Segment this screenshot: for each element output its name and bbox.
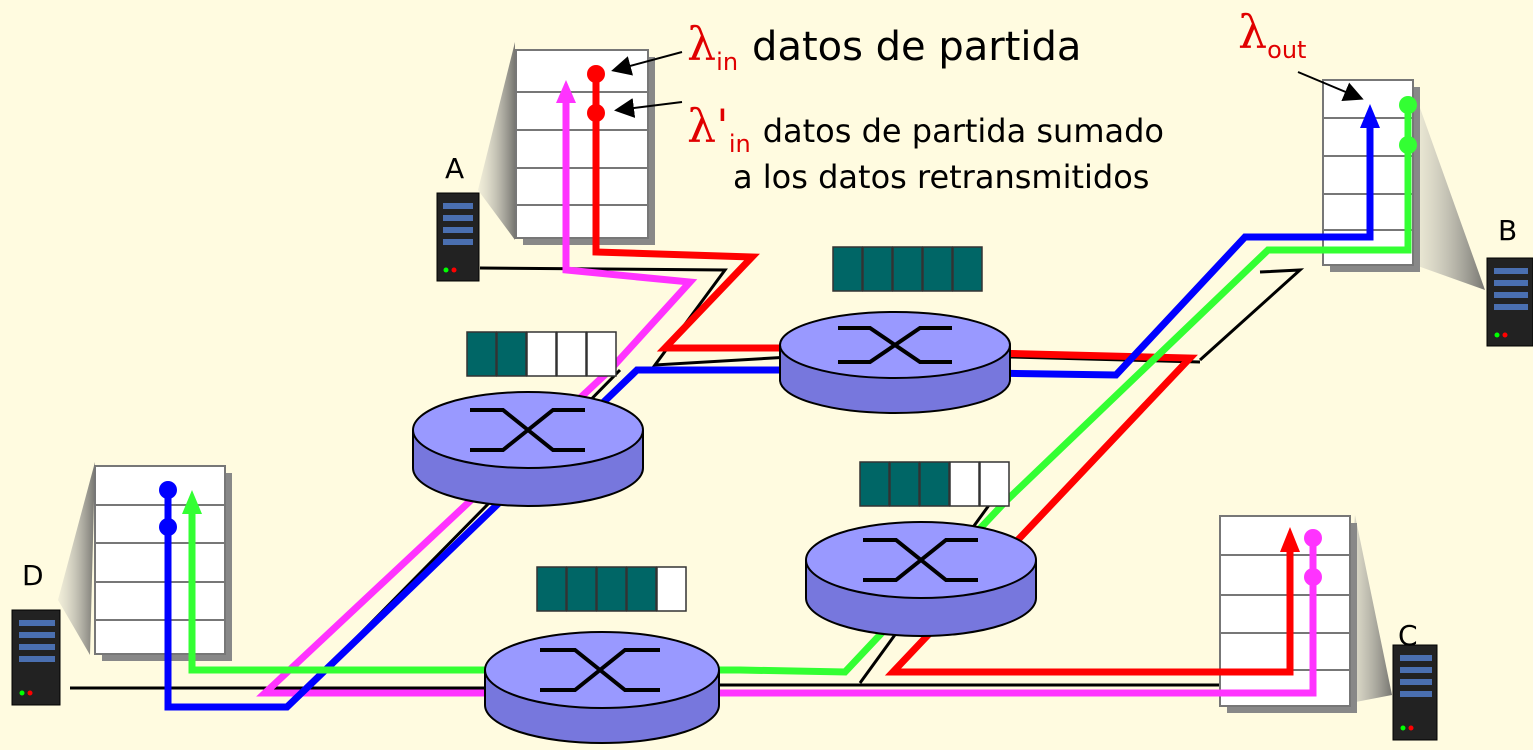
router-left xyxy=(412,391,644,507)
host-B: B xyxy=(1410,80,1533,347)
host-A-label: A xyxy=(445,152,464,185)
queue-top-center xyxy=(832,246,983,292)
router-top xyxy=(779,311,1011,414)
red-arrowhead-C xyxy=(1280,527,1300,552)
green-arrowhead-D xyxy=(182,490,202,514)
queue-left-middle xyxy=(466,331,617,377)
blue-arrowhead-B xyxy=(1360,104,1380,128)
queue-slot-filled xyxy=(862,246,893,292)
green-dot-B-mid xyxy=(1399,136,1417,154)
queue-bottom-center xyxy=(536,566,687,612)
queue-slot-filled xyxy=(626,566,657,612)
host-A: A xyxy=(436,42,515,282)
magenta-dot-C-mid xyxy=(1304,568,1322,586)
queue-slot-empty xyxy=(586,331,617,377)
red-dot-mid xyxy=(587,104,605,122)
queue-slot-filled xyxy=(466,331,497,377)
queue-slot-empty xyxy=(949,461,980,507)
blue-dot-D-top xyxy=(159,481,177,499)
host-D-shadow xyxy=(58,462,95,655)
router-queues xyxy=(466,246,1010,612)
lambda-out-label: λout xyxy=(1238,5,1306,64)
host-A-shadow xyxy=(478,42,515,240)
queue-slot-filled xyxy=(892,246,923,292)
host-B-label: B xyxy=(1498,214,1517,247)
queue-slot-filled xyxy=(496,331,527,377)
link-B xyxy=(1198,268,1305,362)
blue-dot-D-mid xyxy=(159,518,177,536)
queue-slot-filled xyxy=(952,246,983,292)
lambda-in-prime-line2: a los datos retransmitidos xyxy=(733,158,1149,196)
queue-slot-filled xyxy=(922,246,953,292)
green-dot-B-top xyxy=(1399,96,1417,114)
queue-slot-filled xyxy=(536,566,567,612)
magenta-dot-C-top xyxy=(1304,529,1322,547)
host-B-shadow xyxy=(1410,80,1485,290)
queue-slot-empty xyxy=(526,331,557,377)
queue-slot-filled xyxy=(566,566,597,612)
queue-slot-filled xyxy=(596,566,627,612)
arrow-lambda-in xyxy=(611,51,683,76)
host-D: D xyxy=(11,462,95,706)
arrow-lambda-in-prime xyxy=(614,98,683,118)
router-bottom xyxy=(484,631,720,744)
flow-ends xyxy=(159,65,1417,586)
magenta-arrowhead xyxy=(556,80,576,103)
queue-slot-empty xyxy=(556,331,587,377)
link-top-right xyxy=(1009,355,1201,364)
queue-right-middle xyxy=(859,461,1010,507)
queue-slot-filled xyxy=(889,461,920,507)
arrow-lambda-out xyxy=(1297,71,1364,102)
queue-slot-empty xyxy=(979,461,1010,507)
host-D-label: D xyxy=(22,559,44,592)
queue-slot-empty xyxy=(656,566,687,612)
queue-slot-filled xyxy=(832,246,863,292)
queue-slot-filled xyxy=(859,461,890,507)
host-A-table xyxy=(515,49,655,245)
host-C-label: C xyxy=(1398,619,1418,652)
queue-slot-filled xyxy=(919,461,950,507)
red-dot-top xyxy=(587,65,605,83)
router-right xyxy=(805,521,1037,637)
